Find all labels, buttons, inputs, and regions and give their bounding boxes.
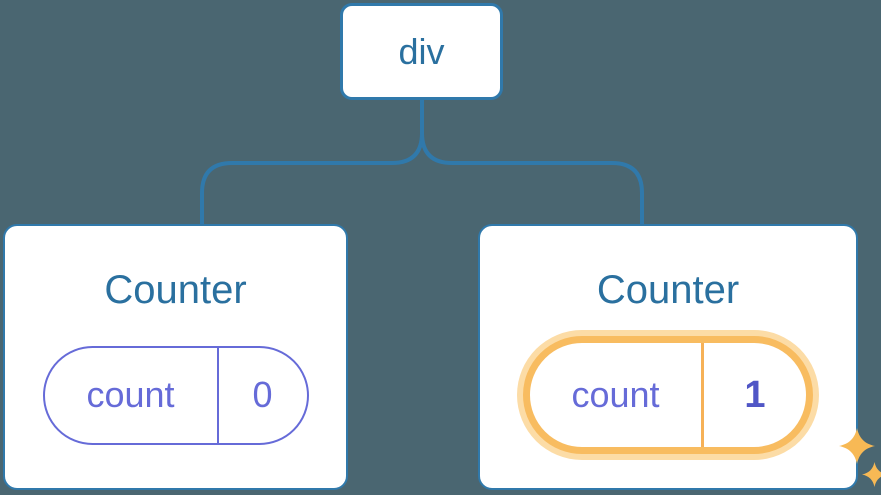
state-value-cell: 1	[704, 343, 806, 447]
counter-title: Counter	[596, 268, 740, 312]
connector-left-branch	[200, 100, 424, 224]
state-value-cell: 0	[219, 348, 307, 443]
root-div-node: div	[340, 3, 503, 100]
state-key-label: count	[86, 374, 175, 415]
state-pill-zone: count 0	[42, 330, 309, 460]
counter-card-right: Counter count 1	[478, 224, 881, 490]
state-pill: count 0	[42, 345, 309, 445]
state-value: 1	[744, 373, 766, 416]
state-pill-highlight-halo: count 1	[517, 330, 819, 460]
state-key-cell: count	[530, 343, 704, 447]
state-value: 0	[252, 374, 273, 415]
counter-title: Counter	[104, 268, 247, 312]
counter-card-left: Counter count 0	[3, 224, 348, 490]
root-node-label: div	[398, 30, 445, 72]
connector-right-branch	[420, 100, 644, 224]
state-key-cell: count	[45, 347, 219, 443]
state-pill-zone: count 1	[517, 330, 881, 487]
sparkle-icon	[839, 428, 875, 464]
state-pill-highlighted: count 1	[523, 336, 813, 454]
state-key-label: count	[571, 374, 660, 415]
sparkle-icon	[862, 462, 881, 487]
